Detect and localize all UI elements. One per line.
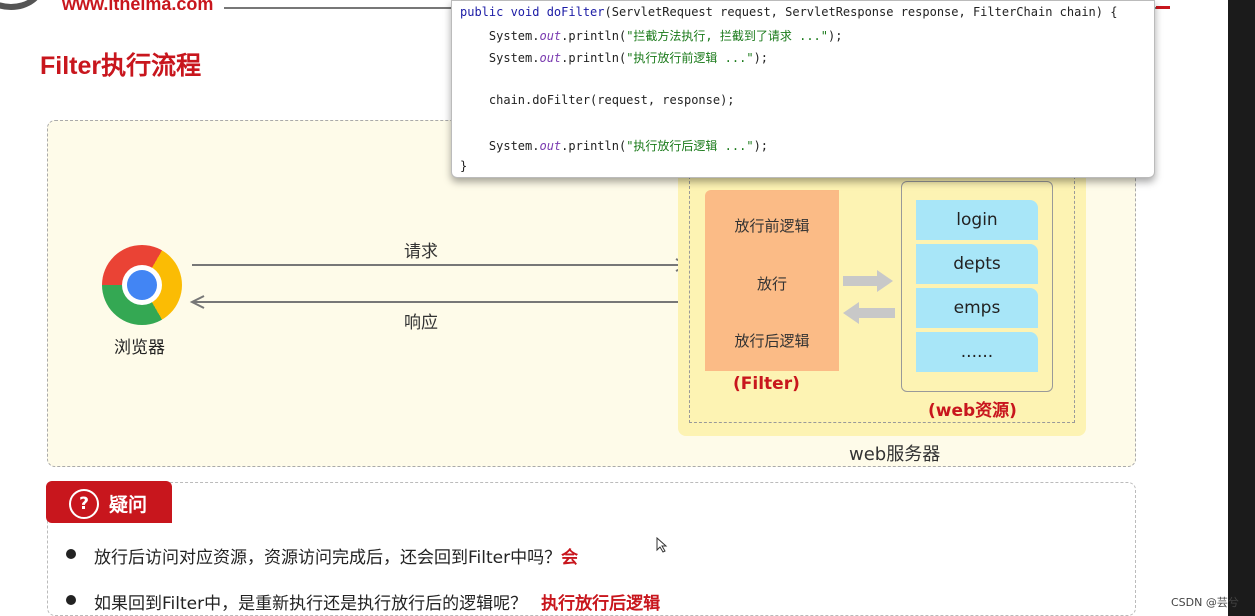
code-line: System.out.println("执行放行后逻辑 ...");: [460, 139, 769, 153]
filter-label: (Filter): [733, 374, 800, 394]
code-line: public void doFilter(ServletRequest requ…: [460, 5, 1118, 19]
mouse-cursor-icon: [656, 537, 668, 553]
code-line: System.out.println("执行放行前逻辑 ...");: [460, 51, 769, 65]
question-2-answer: 执行放行后逻辑: [541, 594, 661, 614]
browser-label: 浏览器: [114, 338, 165, 358]
response-arrow: [189, 295, 690, 309]
resource-more: ......: [916, 332, 1038, 372]
web-resources-group: [901, 181, 1053, 392]
question-1-answer: 会: [561, 548, 579, 568]
question-title: 疑问: [109, 494, 148, 516]
question-1-text: 放行后访问对应资源，资源访问完成后，还会回到Filter中吗？: [94, 548, 562, 568]
question-box: [47, 482, 1136, 616]
web-server-label: web服务器: [849, 444, 941, 465]
code-line: }: [460, 159, 468, 173]
resource-login: login: [916, 200, 1038, 240]
bullet-1: [66, 549, 76, 559]
watermark: CSDN @芸兮: [1171, 596, 1239, 609]
resource-depts: depts: [916, 244, 1038, 284]
request-label: 请求: [404, 242, 438, 262]
code-line: System.out.println("拦截方法执行, 拦截到了请求 ...")…: [460, 29, 843, 43]
back-arrow-icon: [843, 302, 895, 324]
filter-step-pass: 放行: [756, 275, 787, 293]
header-accent: [1156, 6, 1170, 9]
filter-step-after: 放行后逻辑: [734, 332, 810, 350]
forward-arrow-icon: [843, 270, 893, 292]
question-1: 放行后访问对应资源，资源访问完成后，还会回到Filter中吗？会: [94, 543, 578, 568]
web-resources-label: (web资源): [928, 401, 1017, 421]
question-2-text: 如果回到Filter中，是重新执行还是执行放行后的逻辑呢？: [94, 594, 528, 614]
logo-text: www.itheima.com: [62, 0, 214, 14]
question-tab: [46, 481, 172, 523]
code-popup: public void doFilter(ServletRequest requ…: [451, 0, 1155, 178]
filter-box: [705, 190, 839, 371]
filter-step-before: 放行前逻辑: [734, 217, 810, 235]
chrome-browser-icon: [102, 245, 182, 325]
code-line: chain.doFilter(request, response);: [460, 93, 735, 107]
question-2: 如果回到Filter中，是重新执行还是执行放行后的逻辑呢？ 执行放行后逻辑: [94, 589, 660, 614]
page-title: Filter执行流程: [40, 52, 202, 80]
resource-emps: emps: [916, 288, 1038, 328]
question-icon: ?: [69, 489, 99, 519]
right-edge-bar: [1228, 0, 1255, 616]
response-label: 响应: [404, 313, 438, 333]
bullet-2: [66, 595, 76, 605]
request-arrow: [192, 258, 691, 272]
logo-icon: [0, 0, 44, 10]
